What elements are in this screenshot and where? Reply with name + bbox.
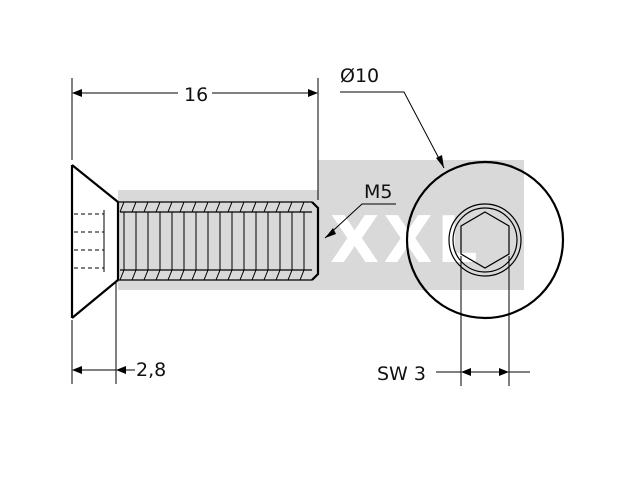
dimension-head-height: 2,8 <box>71 282 166 384</box>
dimension-thread-label: M5 <box>364 181 392 203</box>
hex-socket <box>460 211 510 269</box>
dimension-socket: SW 3 <box>377 256 530 386</box>
screw-shank <box>116 201 320 281</box>
dimension-socket-label: SW 3 <box>377 363 426 385</box>
dimension-head-height-label: 2,8 <box>136 359 166 381</box>
dimension-head-diameter-label: Ø10 <box>340 65 379 87</box>
screw-head-side <box>70 164 119 319</box>
dimension-length-label: 16 <box>184 84 208 106</box>
dimension-head-diameter: Ø10 <box>340 65 445 169</box>
thread-lines <box>119 201 305 281</box>
dimension-thread: M5 <box>324 181 396 239</box>
screw-head-front <box>405 160 565 320</box>
dimension-length: 16 <box>71 78 319 200</box>
watermark-box-right <box>318 160 524 290</box>
